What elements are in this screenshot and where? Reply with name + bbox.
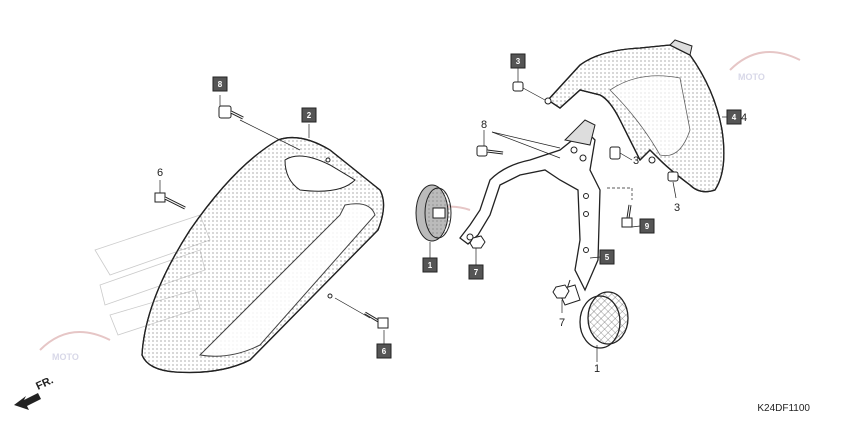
callout-1-plain: 1 [594,363,600,375]
screw-6-bottom [334,297,389,329]
watermark-left: MOTO [39,331,111,362]
callout-box-3-label: 3 [516,57,521,66]
callout-box-6-label: 6 [382,347,387,356]
screw-9 [607,187,633,228]
grommet-1 [415,184,452,242]
diagram-code: K24DF1100 [757,403,810,414]
watermark-text-top: MOTO [738,72,765,82]
callout-8-plain: 8 [481,119,487,131]
callout-box-7[interactable]: 7 [468,264,484,280]
callout-box-5-label: 5 [605,253,610,262]
callout-box-9-label: 9 [645,222,650,231]
bolt-3-top [512,81,546,101]
fender-stay [459,119,601,306]
callout-box-1-label: 1 [428,261,433,270]
brand-wing-hatch [94,214,211,336]
callout-box-7-label: 7 [474,268,479,277]
callout-box-2[interactable]: 2 [301,107,317,123]
bolt-8-right [476,131,561,159]
nut-7-center [469,235,486,249]
front-direction-label: FR. [34,374,55,392]
inner-cover [544,39,725,193]
bolt-3-mid [609,146,621,160]
nut-7-lower [552,284,570,299]
bolt-3-right [667,171,679,182]
callout-box-3[interactable]: 3 [510,53,526,69]
callout-box-2-label: 2 [307,111,312,120]
callout-box-4[interactable]: 4 [726,109,742,125]
reflector-1 [579,291,629,349]
watermark-text-left: MOTO [52,352,79,362]
callout-box-8-label: 8 [218,80,223,89]
callout-7-plain: 7 [559,317,565,329]
callout-box-5[interactable]: 5 [599,249,615,265]
callout-3-plain-a: 3 [633,155,639,167]
callout-box-1[interactable]: 1 [422,257,438,273]
bolt-8-left [218,105,301,151]
watermark-top-right: MOTO [729,51,801,82]
front-direction-arrow: FR. [14,374,55,410]
callout-box-8[interactable]: 8 [212,76,228,92]
callout-3-plain-b: 3 [674,202,680,214]
leader-lines [159,68,728,362]
callout-box-6[interactable]: 6 [376,343,392,359]
screw-6-left [154,192,186,210]
callout-box-9[interactable]: 9 [639,218,655,234]
callout-box-4-label: 4 [732,113,737,122]
callout-6-plain: 6 [157,167,163,179]
front-fender [141,136,385,374]
callout-4-suffix: 4 [741,112,747,124]
